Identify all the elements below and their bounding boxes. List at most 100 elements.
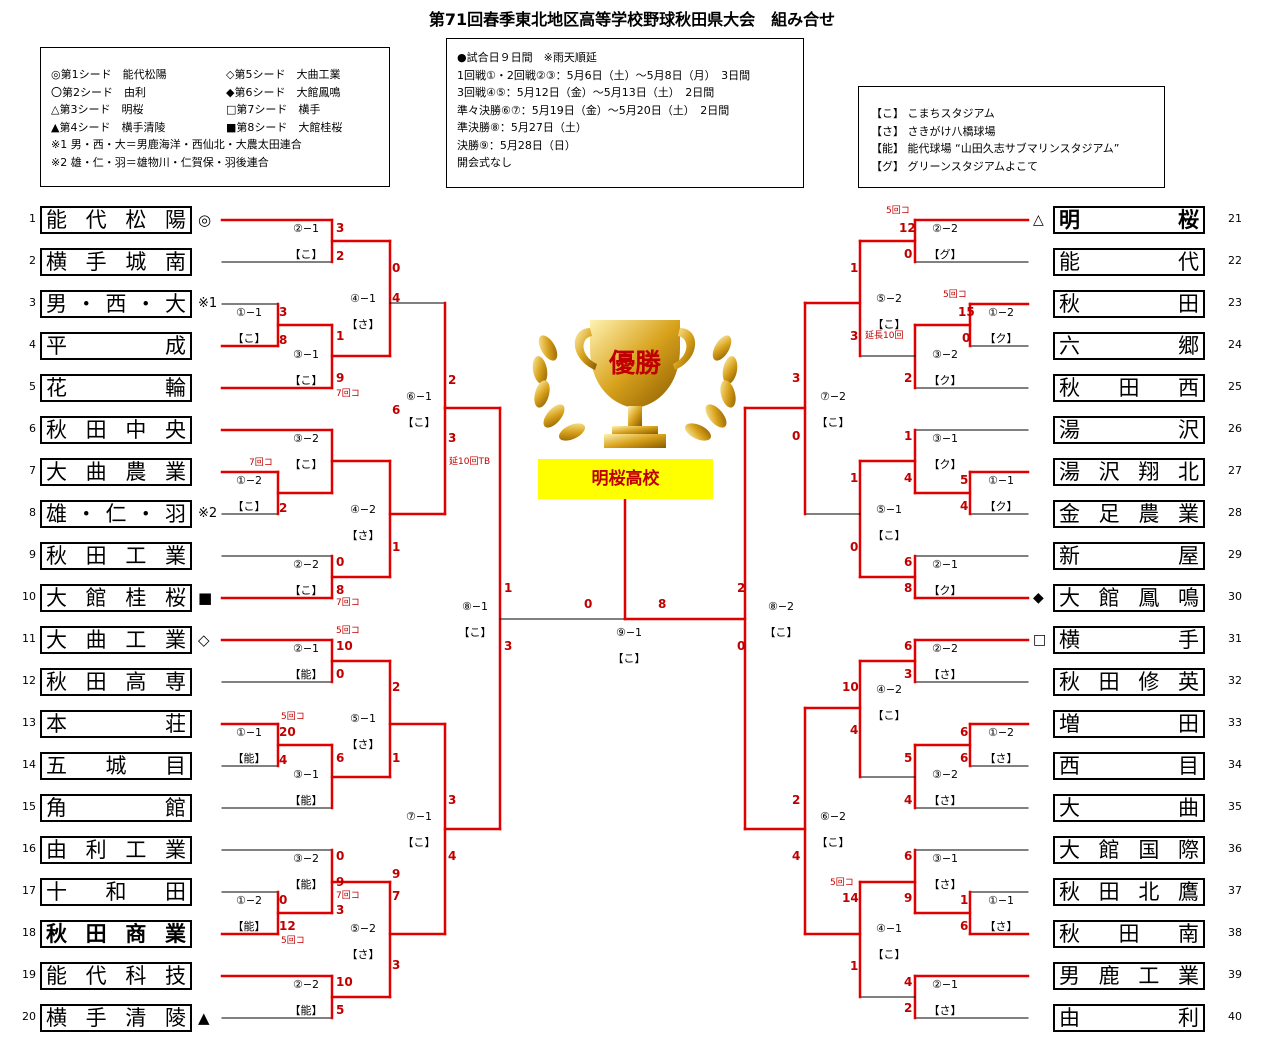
game-number: ⑤−1: [349, 712, 377, 725]
trophy-icon: 優勝: [532, 320, 738, 448]
team-number: 27: [1228, 464, 1242, 477]
game-number: ①−1: [235, 726, 263, 739]
score-label: 1: [850, 261, 859, 275]
team-name-box: 能代松陽: [40, 206, 192, 234]
game-venue: 【能】: [232, 920, 266, 933]
game-venue: 【こ】: [872, 529, 906, 542]
score-label: 3: [904, 667, 913, 681]
team-name-box: 新屋: [1053, 542, 1205, 570]
game-label: ④−1【こ】: [866, 922, 912, 961]
game-venue: 【こ】: [816, 836, 850, 849]
game-venue: 【ク】: [928, 458, 962, 471]
seed-mark: ◎: [198, 211, 212, 229]
score-label: 0: [392, 261, 401, 275]
team-number: 39: [1228, 968, 1242, 981]
game-venue: 【能】: [289, 1004, 323, 1017]
game-venue: 【こ】: [289, 458, 323, 471]
game-venue: 【さ】: [346, 529, 380, 542]
team-number: 29: [1228, 548, 1242, 561]
venue-line: 【こ】 こまちスタジアム: [871, 107, 995, 120]
team-number: 13: [22, 716, 36, 729]
score-label: 6: [960, 919, 969, 933]
team-name-box: 十和田: [40, 878, 192, 906]
game-number: ③−1: [292, 348, 320, 361]
team-number: 18: [22, 926, 36, 939]
score-label: 4: [904, 471, 913, 485]
score-label: 0: [584, 597, 593, 611]
game-label: ②−2【能】: [283, 978, 329, 1017]
game-venue: 【こ】: [402, 416, 436, 429]
schedule-box: ●試合日９日間 ※雨天順延 1回戦①・2回戦②③：5月6日（土）～5月8日（月）…: [446, 38, 804, 188]
seeds-box: ◎第1シード 能代松陽 ◇第5シード 大曲工業 〇第2シード 由利 ◆第6シード…: [40, 47, 390, 187]
team-name-box: 湯沢翔北: [1053, 458, 1205, 486]
team-name-box: 由利: [1053, 1004, 1205, 1032]
seed-mark: ◇: [198, 631, 210, 649]
score-label: 6: [392, 403, 401, 417]
score-label: 15: [958, 305, 975, 319]
game-label: ④−2【こ】: [866, 683, 912, 722]
game-number: ②−2: [931, 222, 959, 235]
venue-line: 【さ】 さきがけ八橋球場: [871, 124, 996, 138]
schedule-line: 1回戦①・2回戦②③：5月6日（土）～5月8日（月） 3日間: [457, 68, 751, 82]
score-label: 14: [842, 891, 859, 905]
team-number: 14: [22, 758, 36, 771]
game-note: 5回コ: [336, 626, 360, 636]
game-label: ②−1【能】: [283, 642, 329, 681]
game-label: ③−1【能】: [283, 768, 329, 807]
game-venue: 【こ】: [289, 584, 323, 597]
game-number: ⑦−1: [405, 810, 433, 823]
score-label: 4: [960, 499, 969, 513]
game-number: ①−1: [235, 306, 263, 319]
score-label: 9: [336, 875, 345, 889]
game-number: ②−1: [931, 978, 959, 991]
score-label: 6: [960, 725, 969, 739]
team-name-box: 男鹿工業: [1053, 962, 1205, 990]
score-label: 10: [336, 975, 353, 989]
game-venue: 【こ】: [289, 374, 323, 387]
game-label: ①−2【さ】: [978, 726, 1024, 765]
game-label: ⑧−1【こ】: [452, 600, 498, 639]
game-venue: 【さ】: [346, 318, 380, 331]
game-venue: 【能】: [289, 794, 323, 807]
team-name-box: 秋田: [1053, 290, 1205, 318]
score-label: 0: [336, 849, 345, 863]
team-number: 33: [1228, 716, 1242, 729]
game-venue: 【ク】: [928, 584, 962, 597]
game-venue: 【ク】: [984, 500, 1018, 513]
game-venue: 【こ】: [816, 416, 850, 429]
game-number: ⑥−1: [405, 390, 433, 403]
game-label: ②−2【さ】: [922, 642, 968, 681]
seed-note: ※1 男・西・大＝男鹿海洋・西仙北・大農太田連合: [51, 138, 302, 151]
game-venue: 【こ】: [612, 652, 646, 665]
team-number: 38: [1228, 926, 1242, 939]
score-label: 3: [336, 221, 345, 235]
game-number: ②−1: [931, 558, 959, 571]
team-number: 5: [29, 380, 36, 393]
game-label: ③−2【能】: [283, 852, 329, 891]
team-number: 4: [29, 338, 36, 351]
score-label: 0: [279, 893, 288, 907]
score-label: 0: [850, 540, 859, 554]
game-venue: 【さ】: [346, 738, 380, 751]
score-label: 0: [904, 247, 913, 261]
team-number: 7: [29, 464, 36, 477]
seed-item: 〇第2シード 由利: [51, 85, 146, 99]
team-number: 10: [22, 590, 36, 603]
team-name-box: 本荘: [40, 710, 192, 738]
score-label: 1: [904, 429, 913, 443]
score-label: 0: [336, 555, 345, 569]
team-number: 21: [1228, 212, 1242, 225]
team-name-box: 秋田西: [1053, 374, 1205, 402]
team-name-box: 横手城南: [40, 248, 192, 276]
game-label: ①−1【こ】: [226, 306, 272, 345]
game-label: ②−1【こ】: [283, 222, 329, 261]
game-label: ③−1【さ】: [922, 852, 968, 891]
score-label: 1: [960, 893, 969, 907]
score-label: 6: [336, 751, 345, 765]
game-label: ④−2【さ】: [340, 503, 386, 542]
team-name-box: 大曲: [1053, 794, 1205, 822]
game-note: 5回コ: [281, 936, 305, 946]
game-number: ③−2: [931, 768, 959, 781]
game-venue: 【さ】: [928, 1004, 962, 1017]
score-label: 5: [904, 751, 913, 765]
